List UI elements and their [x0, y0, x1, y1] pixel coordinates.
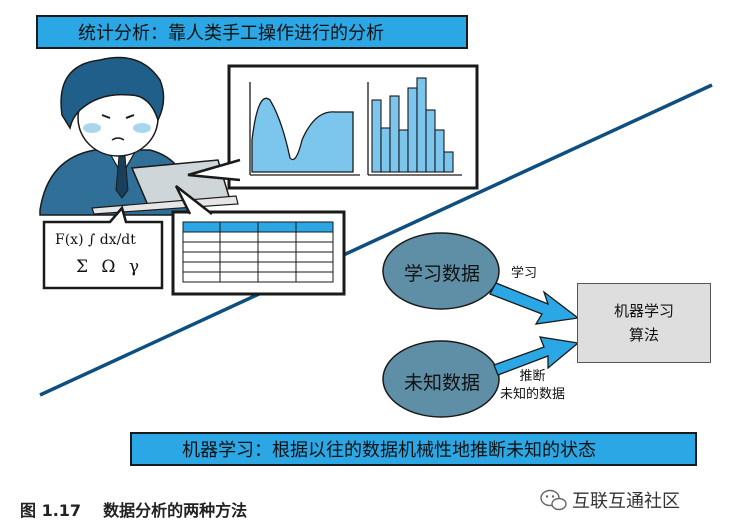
- analyst-mouth: [111, 137, 125, 141]
- analyst-eye-left: [101, 114, 111, 119]
- arrow-label-infer-line-2: 未知的数据: [500, 387, 566, 402]
- ml-algorithm-box: 机器学习 算法: [577, 283, 711, 363]
- arrow-label-infer-line-1: 推断: [519, 369, 546, 384]
- unknown-data-oval: [382, 340, 500, 418]
- figure-caption: 图 1.17 数据分析的两种方法: [20, 497, 247, 521]
- ml-algorithm-line-1: 机器学习: [613, 302, 674, 320]
- unknown-data-label: 未知数据: [403, 372, 480, 394]
- wechat-icon: [540, 489, 567, 511]
- figure-number: 图 1.17: [20, 501, 82, 520]
- formula-bubble-frame: [42, 205, 164, 290]
- learning-data-oval: [382, 232, 500, 310]
- formula-bubble: [42, 205, 164, 290]
- top-banner: 统计分析：靠人类手工操作进行的分析: [36, 15, 468, 49]
- divider-line: [39, 83, 713, 397]
- bottom-banner: 机器学习：根据以往的数据机械性地推断未知的状态: [130, 432, 697, 466]
- chart-bubble: [187, 64, 479, 190]
- arrow-label-learn: 学习: [511, 266, 538, 281]
- infer-arrow: [493, 336, 580, 376]
- ml-algorithm-line-2: 算法: [628, 326, 659, 344]
- bottom-banner-text: 机器学习：根据以往的数据机械性地推断未知的状态: [182, 440, 596, 461]
- analyst-cheek-left: [83, 123, 101, 133]
- curve-chart-area: [251, 97, 354, 173]
- analyst-hair: [60, 56, 165, 131]
- analyst-eye-right: [125, 114, 135, 119]
- table-bubble-tail: [174, 185, 213, 215]
- learn-arrow: [489, 282, 580, 325]
- analyst-cheek-right: [133, 123, 151, 133]
- figure-title: 数据分析的两种方法: [103, 501, 248, 520]
- table-grid: [182, 221, 334, 283]
- formula-line-2: Σ Ω γ: [76, 257, 144, 277]
- watermark-text: 互联互通社区: [572, 491, 680, 512]
- formula-line-1: F(x) ∫ dx/dt: [55, 232, 136, 248]
- table-bubble: [171, 185, 346, 296]
- chart-bubble-tail: [187, 158, 241, 182]
- watermark: 互联互通社区: [538, 487, 680, 513]
- learning-data-label: 学习数据: [403, 263, 480, 285]
- histogram-bars: [371, 77, 454, 173]
- arrow-label-infer: 推断 未知的数据: [500, 368, 565, 404]
- top-banner-text: 统计分析：靠人类手工操作进行的分析: [78, 23, 384, 44]
